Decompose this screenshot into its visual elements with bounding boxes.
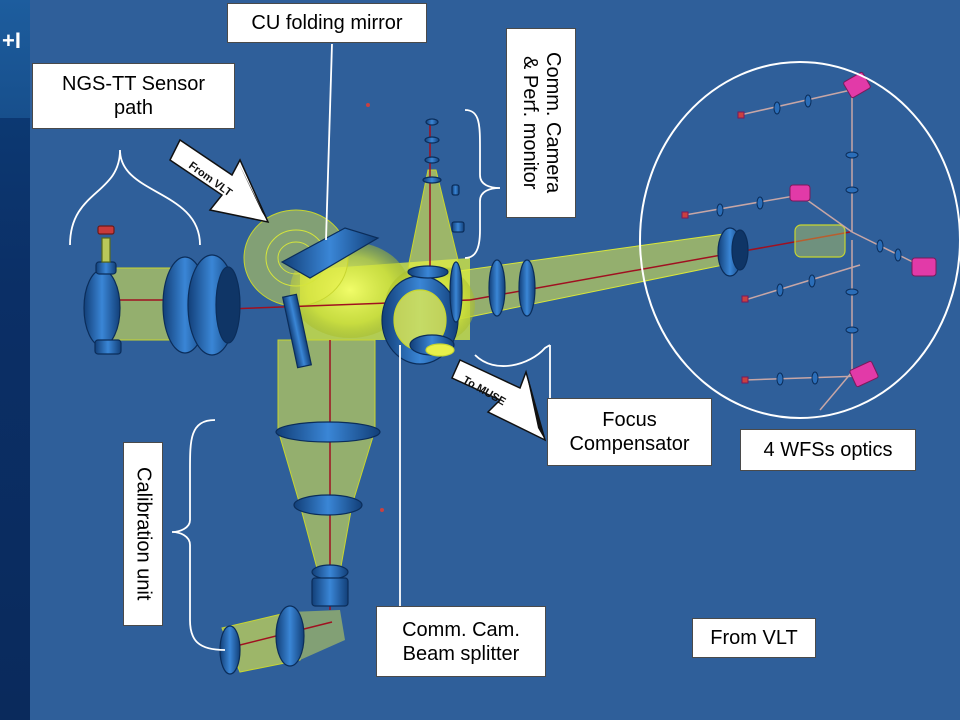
wfs-optics-label: 4 WFSs optics	[740, 429, 916, 471]
comm-cam-beam-splitter-label: Comm. Cam. Beam splitter	[376, 606, 546, 677]
marker-dot	[380, 508, 384, 512]
comm-camera-perf-monitor-label: Comm. Camera & Perf. monitor	[506, 28, 576, 218]
sidebar-header-band	[0, 0, 30, 118]
cu-folding-mirror-label: CU folding mirror	[227, 3, 427, 43]
wfs-detectors	[681, 71, 937, 388]
focus-compensator-label: Focus Compensator	[547, 398, 712, 466]
marker-dot	[366, 103, 370, 107]
ngs-tt-brace	[69, 149, 201, 246]
cu-mirror-leader	[325, 43, 333, 241]
calibration-unit-label: Calibration unit	[123, 442, 163, 626]
ngs-tt-sensor-path-label: NGS-TT Sensor path	[32, 63, 235, 129]
comm-camera-brace	[464, 109, 501, 259]
calibration-brace	[171, 419, 226, 651]
from-vlt-label: From VLT	[692, 618, 816, 658]
wfs-region-outline	[639, 61, 960, 419]
optical-housings	[83, 118, 846, 675]
to-muse-arrow: To MUSE	[451, 358, 547, 442]
logo-mark: +I	[2, 28, 21, 53]
left-sidebar-strip: +I	[0, 0, 30, 720]
focus-compensator-leader-a	[474, 344, 551, 367]
wfs-small-lenses	[716, 94, 902, 386]
